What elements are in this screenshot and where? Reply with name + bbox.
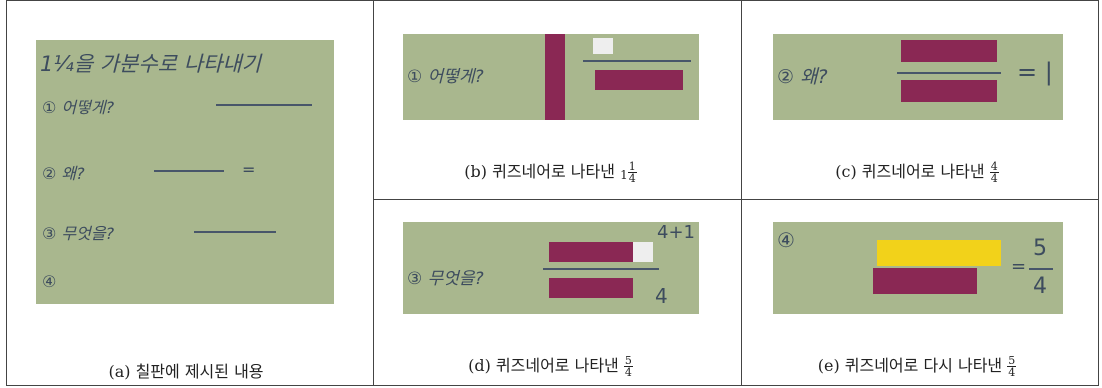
board-photo-c: ② 왜? = | [773, 34, 1063, 120]
blank-line [154, 170, 224, 172]
fraction-denominator: 4 [990, 172, 998, 185]
fraction-numerator: 5 [623, 354, 633, 367]
fraction-denominator: 4 [624, 366, 632, 379]
rod-purple [901, 80, 997, 102]
caption-text: (c) 퀴즈네어로 나타낸 [835, 162, 985, 181]
figure-grid [6, 0, 1099, 386]
board-text: ④ [777, 228, 795, 252]
caption-a: (a) 칠판에 제시된 내용 [108, 362, 264, 381]
fraction-numerator: 1 [627, 160, 637, 173]
fraction-numerator: 4 [989, 160, 999, 173]
rod-purple [549, 242, 633, 262]
rod-purple-vertical [545, 34, 565, 120]
rod-purple [595, 70, 683, 90]
board-eq: = [242, 160, 256, 179]
board-rhs: = | [1017, 58, 1053, 86]
caption-text: (d) 퀴즈네어로 나타낸 [468, 356, 619, 375]
board-line-3: ③ 무엇을? [42, 224, 115, 243]
rod-white [633, 242, 653, 262]
board-denominator: 4 [655, 284, 668, 308]
fraction-numerator: 5 [1007, 354, 1017, 367]
board-denominator: 4 [1033, 274, 1047, 299]
fraction-bar [897, 72, 1001, 74]
board-photo-b: ① 어떻게? [403, 34, 699, 120]
board-text: ② 왜? [777, 66, 828, 88]
board-numerator: 5 [1033, 236, 1047, 261]
divider [373, 1, 374, 385]
board-text: ① 어떻게? [407, 67, 484, 87]
rod-purple [873, 268, 977, 294]
caption-text: (b) 퀴즈네어로 나타낸 [464, 162, 615, 181]
caption-whole: 1 [620, 168, 628, 182]
divider [373, 199, 1098, 200]
fraction-bar [1029, 268, 1053, 270]
board-line-2: ② 왜? [42, 164, 85, 183]
rod-yellow [877, 240, 1001, 266]
fraction-denominator: 4 [628, 172, 636, 185]
blank-line [194, 231, 276, 233]
board-photo-a: 1¼을 가분수로 나타내기 ① 어떻게? ② 왜? = ③ 무엇을? ④ [36, 40, 334, 304]
board-photo-e: ④ = 5 4 [773, 222, 1063, 314]
board-photo-d: ③ 무엇을? 4+1 4 [403, 222, 699, 314]
divider [741, 1, 742, 385]
fraction-denominator: 4 [1008, 366, 1016, 379]
fraction-bar [583, 60, 691, 62]
board-numerator: 4+1 [657, 222, 695, 243]
fraction-bar [543, 268, 659, 270]
board-title: 1¼을 가분수로 나타내기 [40, 52, 261, 76]
board-line-1: ① 어떻게? [42, 98, 115, 117]
board-text: ③ 무엇을? [407, 269, 484, 289]
rod-purple [549, 278, 633, 298]
blank-line [216, 104, 312, 106]
board-eq: = [1011, 256, 1027, 277]
board-line-4: ④ [42, 272, 57, 291]
rod-white [593, 38, 613, 54]
rod-purple [901, 40, 997, 62]
caption-text: (e) 퀴즈네어로 다시 나타낸 [817, 356, 1003, 375]
